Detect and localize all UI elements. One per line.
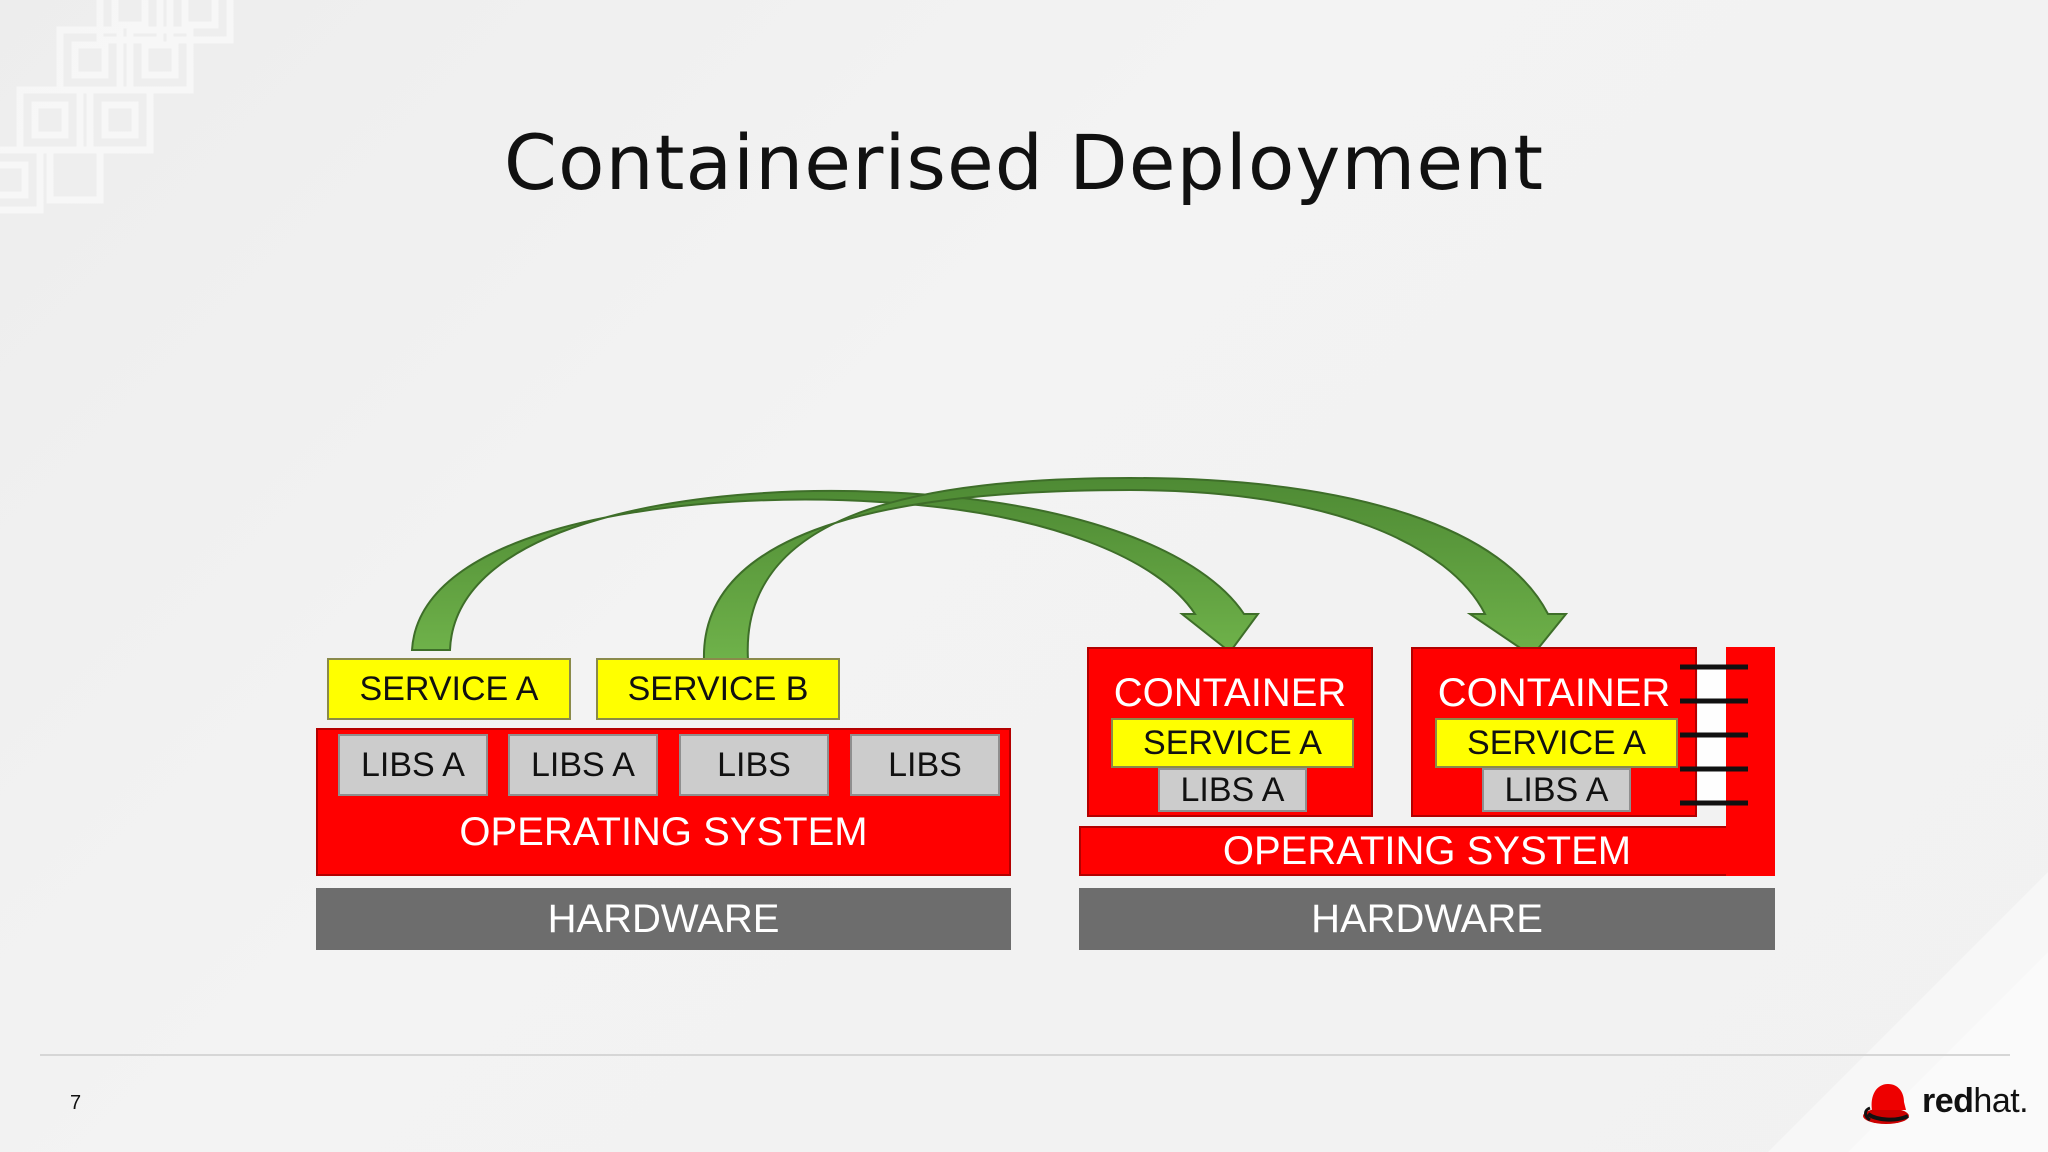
connector-ladder (1680, 664, 1748, 806)
arrow-service-a-to-container-1 (410, 489, 1260, 654)
left-os-label: OPERATING SYSTEM (459, 810, 868, 854)
left-hardware-block: HARDWARE (316, 888, 1011, 950)
slide-title: Containerised Deployment (503, 118, 1545, 207)
redhat-shadowman-icon (1863, 1084, 1909, 1124)
right-os-upright (1726, 647, 1775, 876)
arrow-service-b-to-container-2 (702, 476, 1569, 661)
libs-box-4: LIBS (850, 734, 1000, 796)
left-operating-system-block: OPERATING SYSTEM (316, 728, 1011, 876)
right-operating-system-block: OPERATING SYSTEM (1079, 826, 1775, 876)
container-1-service-box: SERVICE A (1111, 718, 1354, 768)
service-b-box: SERVICE B (596, 658, 840, 720)
container-1-libs-box: LIBS A (1158, 768, 1307, 812)
footer-divider (40, 1054, 2010, 1056)
corner-pattern-decoration (0, 0, 234, 214)
libs-box-3: LIBS (679, 734, 829, 796)
redhat-logo: redhat. (1862, 1076, 2029, 1128)
page-number: 7 (70, 1092, 82, 1114)
container-1-label: CONTAINER (1113, 671, 1347, 715)
container-2-libs-box: LIBS A (1482, 768, 1631, 812)
libs-box-1: LIBS A (338, 734, 488, 796)
redhat-wordmark: redhat. (1922, 1082, 2029, 1120)
libs-box-2: LIBS A (508, 734, 658, 796)
container-2-service-box: SERVICE A (1435, 718, 1678, 768)
service-a-box: SERVICE A (327, 658, 571, 720)
right-os-label: OPERATING SYSTEM (1222, 828, 1632, 873)
container-2-label: CONTAINER (1437, 671, 1671, 715)
right-hardware-block: HARDWARE (1079, 888, 1775, 950)
